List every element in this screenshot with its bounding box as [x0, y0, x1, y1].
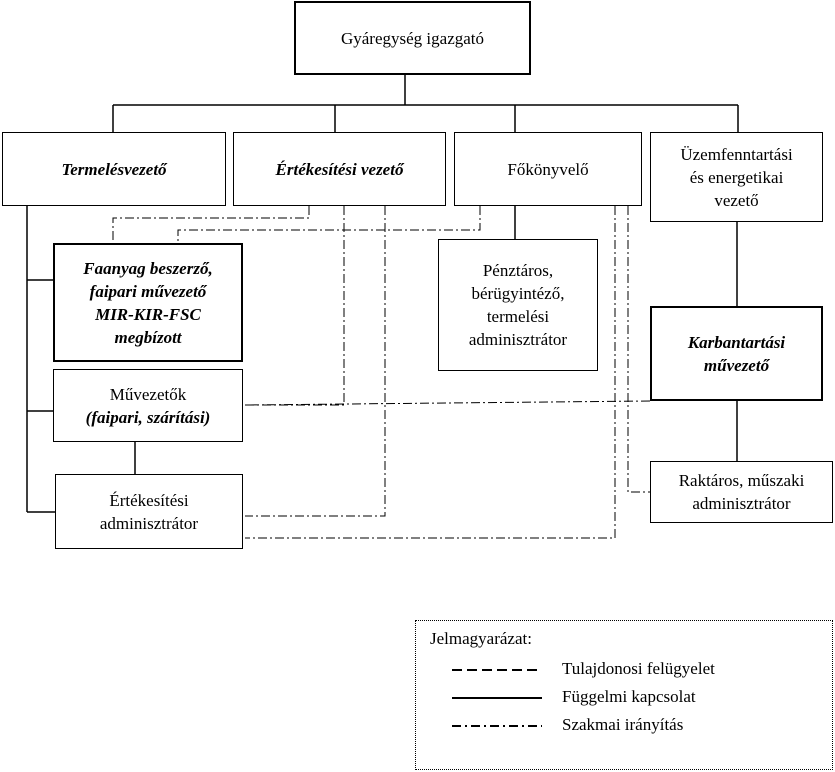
box-director: Gyáregység igazgató: [294, 1, 531, 75]
accountant-to-salesadmin: [245, 206, 616, 539]
maintenance-line-1: Üzemfenntartási: [680, 144, 793, 164]
maintenance-line-3: vezető: [714, 190, 759, 210]
sales-to-foremen: [245, 206, 345, 406]
box-wood-purchaser: Faanyag beszerző, faipari művezető MIR-K…: [53, 243, 243, 362]
maint-foreman-line-1: Karbantartási: [687, 332, 786, 352]
sales-to-salesadmin: [245, 206, 386, 517]
dashdot-line-sample: [452, 725, 542, 727]
cashier-line-4: adminisztrátor: [468, 330, 568, 349]
box-chief-accountant: Főkönyvelő: [454, 132, 642, 206]
box-sales-manager: Értékesítési vezető: [233, 132, 446, 206]
cashier-line-1: Pénztáros,: [482, 261, 554, 280]
box-maintenance-manager: Üzemfenntartási és energetikai vezető: [650, 132, 823, 222]
foremen-line-1: Művezetők: [109, 384, 187, 404]
box-maintenance-foreman: Karbantartási művezető: [650, 306, 823, 401]
legend-title: Jelmagyarázat:: [430, 629, 532, 648]
wood-line-1: Faanyag beszerző,: [83, 258, 213, 278]
solid-line-sample: [452, 697, 542, 699]
legend-label-ownership: Tulajdonosi felügyelet: [562, 659, 715, 678]
accountant-to-warehouse: [627, 206, 650, 493]
foremen-line-2: (faipari, szárítási): [85, 407, 211, 427]
legend-item-ownership: Tulajdonosi felügyelet: [452, 657, 832, 681]
legend: Jelmagyarázat: Tulajdonosi felügyelet Fü…: [415, 620, 833, 770]
legend-item-professional: Szakmai irányítás: [452, 713, 832, 737]
sales-to-wood: [112, 206, 310, 243]
box-sales-admin: Értékesítési adminisztrátor: [55, 474, 243, 549]
production-label: Termelésvezető: [61, 159, 167, 179]
cashier-line-2: bérügyintéző,: [471, 284, 565, 303]
wood-line-4: megbízott: [114, 327, 182, 347]
accountant-to-wood: [177, 206, 481, 243]
warehouse-line-2: adminisztrátor: [692, 494, 791, 513]
cashier-line-3: termelési: [486, 307, 550, 326]
maintenance-line-2: és energetikai: [689, 167, 784, 187]
sales-admin-line-2: adminisztrátor: [99, 513, 199, 533]
legend-item-subordination: Függelmi kapcsolat: [452, 685, 832, 709]
wood-line-2: faipari művezető: [89, 281, 207, 301]
wood-line-3: MIR-KIR-FSC: [95, 304, 201, 324]
maintfore-to-foremen: [244, 400, 651, 406]
director-label: Gyáregység igazgató: [340, 28, 485, 48]
maint-foreman-line-2: művezető: [703, 355, 770, 375]
box-production-manager: Termelésvezető: [2, 132, 226, 206]
box-cashier: Pénztáros, bérügyintéző, termelési admin…: [438, 239, 598, 371]
legend-label-subordination: Függelmi kapcsolat: [562, 687, 696, 706]
warehouse-line-1: Raktáros, műszaki: [678, 471, 805, 490]
legend-label-professional: Szakmai irányítás: [562, 715, 684, 734]
box-warehouse: Raktáros, műszaki adminisztrátor: [650, 461, 833, 523]
box-foremen: Művezetők (faipari, szárítási): [53, 369, 243, 442]
sales-label: Értékesítési vezető: [275, 159, 404, 179]
dashed-line-sample: [452, 669, 542, 671]
accountant-label: Főkönyvelő: [507, 159, 589, 179]
sales-admin-line-1: Értékesítési: [109, 490, 189, 510]
